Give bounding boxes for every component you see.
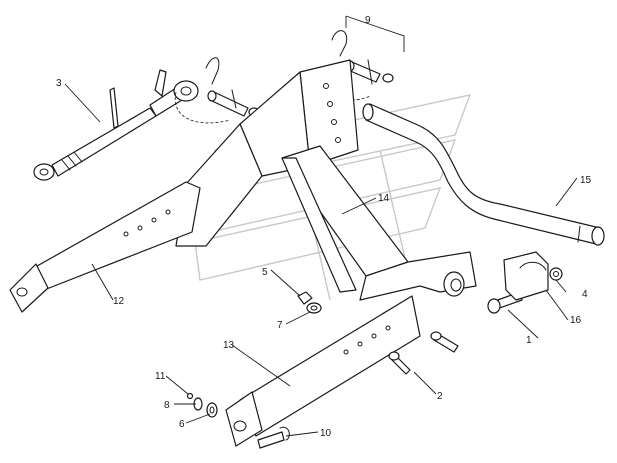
callout-2: 2 bbox=[437, 391, 443, 402]
callout-1: 1 bbox=[526, 335, 532, 346]
callout-4: 4 bbox=[582, 289, 588, 300]
hardware-parts bbox=[186, 251, 563, 449]
callout-10: 10 bbox=[320, 428, 332, 439]
callout-15: 15 bbox=[580, 175, 592, 186]
cross-shaft-part-15 bbox=[362, 103, 605, 246]
callout-3: 3 bbox=[56, 78, 62, 89]
callout-9: 9 bbox=[365, 15, 371, 26]
callout-12: 12 bbox=[113, 296, 125, 307]
lower-link-part-12 bbox=[9, 181, 201, 313]
callout-labels: 1 2 3 4 5 6 7 8 9 10 11 12 13 14 15 16 bbox=[56, 15, 592, 439]
callout-5: 5 bbox=[262, 267, 268, 278]
frame-part-14 bbox=[175, 59, 477, 301]
top-link-part-3 bbox=[33, 69, 199, 181]
callout-13: 13 bbox=[223, 340, 235, 351]
leader-lines bbox=[64, 15, 578, 437]
callout-14: 14 bbox=[378, 193, 390, 204]
callout-8: 8 bbox=[164, 400, 170, 411]
callout-7: 7 bbox=[277, 320, 283, 331]
callout-6: 6 bbox=[179, 419, 185, 430]
callout-16: 16 bbox=[570, 315, 582, 326]
callout-11: 11 bbox=[155, 371, 166, 382]
lower-link-part-13 bbox=[225, 295, 421, 447]
